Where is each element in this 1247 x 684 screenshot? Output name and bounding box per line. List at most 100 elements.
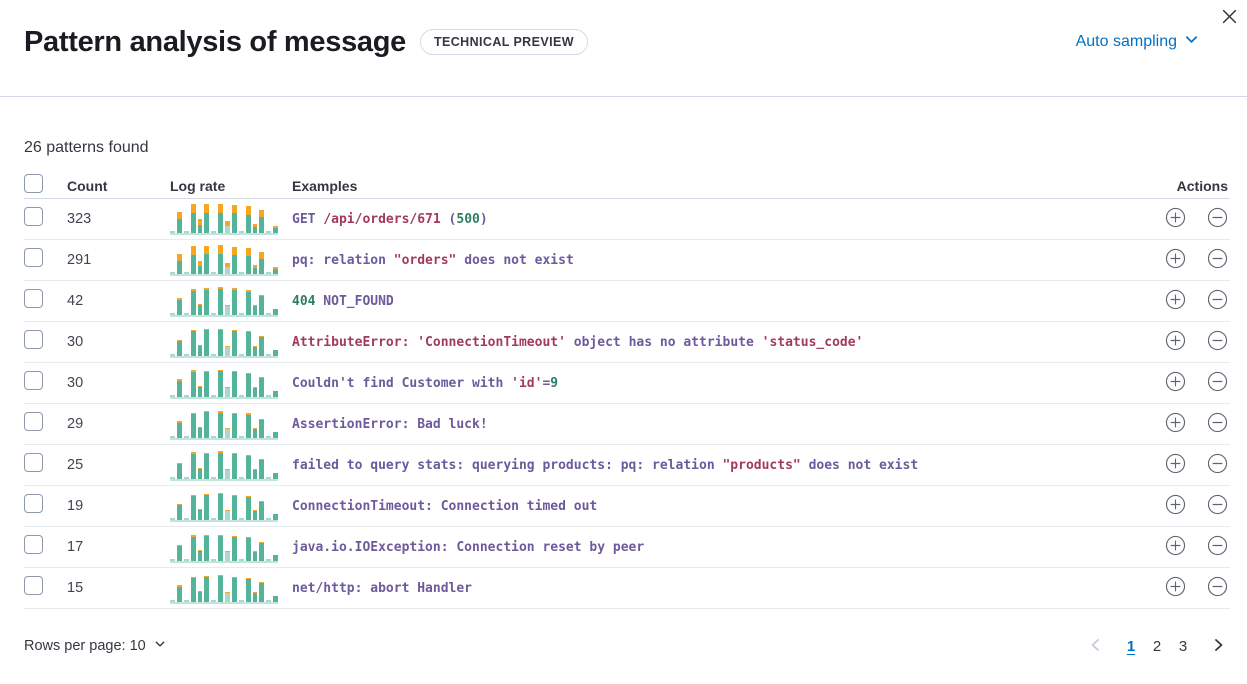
log-rate-sparkline bbox=[170, 368, 278, 399]
filter-in-pattern-button[interactable] bbox=[1165, 535, 1186, 559]
plus-in-circle-icon bbox=[1165, 494, 1186, 518]
flyout-header: Pattern analysis of message TECHNICAL PR… bbox=[0, 0, 1247, 97]
chevron-down-icon bbox=[154, 638, 166, 654]
filter-out-pattern-button[interactable] bbox=[1207, 289, 1228, 313]
row-checkbox[interactable] bbox=[24, 207, 43, 226]
pagination-page-2[interactable]: 2 bbox=[1144, 633, 1170, 659]
pagination-next-button[interactable] bbox=[1206, 637, 1230, 656]
rows-per-page-button[interactable]: Rows per page: 10 bbox=[24, 638, 166, 654]
minus-in-circle-icon bbox=[1207, 207, 1228, 231]
patterns-table: Count Log rate Examples Actions 323 GET … bbox=[24, 173, 1230, 609]
filter-in-pattern-button[interactable] bbox=[1165, 289, 1186, 313]
minus-in-circle-icon bbox=[1207, 453, 1228, 477]
filter-out-pattern-button[interactable] bbox=[1207, 494, 1228, 518]
plus-in-circle-icon bbox=[1165, 207, 1186, 231]
log-rate-sparkline bbox=[170, 244, 278, 276]
filter-out-pattern-button[interactable] bbox=[1207, 453, 1228, 477]
table-row: 19 ConnectionTimeout: Connection timed o… bbox=[24, 486, 1230, 527]
plus-in-circle-icon bbox=[1165, 371, 1186, 395]
filter-in-pattern-button[interactable] bbox=[1165, 330, 1186, 354]
table-row: 291 pq: relation "orders" does not exist bbox=[24, 240, 1230, 281]
row-checkbox[interactable] bbox=[24, 412, 43, 431]
log-rate-sparkline bbox=[170, 491, 278, 522]
plus-in-circle-icon bbox=[1165, 412, 1186, 436]
table-row: 29 AssertionError: Bad luck! bbox=[24, 404, 1230, 445]
example-text: GET /api/orders/671 (500) bbox=[292, 211, 488, 227]
example-text: pq: relation "orders" does not exist bbox=[292, 252, 574, 268]
filter-out-pattern-button[interactable] bbox=[1207, 248, 1228, 272]
filter-in-pattern-button[interactable] bbox=[1165, 207, 1186, 231]
example-text: AttributeError: 'ConnectionTimeout' obje… bbox=[292, 334, 864, 350]
column-header-actions: Actions bbox=[1176, 177, 1228, 194]
row-count: 30 bbox=[67, 375, 84, 391]
chevron-down-icon bbox=[1184, 32, 1199, 52]
row-count: 19 bbox=[67, 498, 84, 514]
pagination-page-1[interactable]: 1 bbox=[1118, 633, 1144, 659]
example-text: AssertionError: Bad luck! bbox=[292, 416, 488, 432]
minus-in-circle-icon bbox=[1207, 289, 1228, 313]
chevron-right-icon bbox=[1210, 637, 1226, 656]
row-checkbox[interactable] bbox=[24, 453, 43, 472]
plus-in-circle-icon bbox=[1165, 535, 1186, 559]
row-checkbox[interactable] bbox=[24, 248, 43, 267]
filter-out-pattern-button[interactable] bbox=[1207, 330, 1228, 354]
minus-in-circle-icon bbox=[1207, 494, 1228, 518]
sampling-dropdown[interactable]: Auto sampling bbox=[1076, 32, 1199, 52]
technical-preview-badge: TECHNICAL PREVIEW bbox=[419, 29, 588, 55]
minus-in-circle-icon bbox=[1207, 535, 1228, 559]
row-checkbox[interactable] bbox=[24, 494, 43, 513]
log-rate-sparkline bbox=[170, 450, 278, 481]
minus-in-circle-icon bbox=[1207, 330, 1228, 354]
example-text: failed to query stats: querying products… bbox=[292, 457, 919, 473]
filter-in-pattern-button[interactable] bbox=[1165, 453, 1186, 477]
pattern-rows: 323 GET /api/orders/671 (500) 291 pq: re… bbox=[24, 199, 1230, 609]
example-text: ConnectionTimeout: Connection timed out bbox=[292, 498, 598, 514]
example-text: Couldn't find Customer with 'id'=9 bbox=[292, 375, 559, 391]
filter-in-pattern-button[interactable] bbox=[1165, 371, 1186, 395]
table-row: 17 java.io.IOException: Connection reset… bbox=[24, 527, 1230, 568]
filter-out-pattern-button[interactable] bbox=[1207, 371, 1228, 395]
column-header-examples: Examples bbox=[292, 177, 358, 194]
table-row: 323 GET /api/orders/671 (500) bbox=[24, 199, 1230, 240]
example-text: 404 NOT_FOUND bbox=[292, 293, 394, 309]
plus-in-circle-icon bbox=[1165, 453, 1186, 477]
rows-per-page-label: Rows per page: 10 bbox=[24, 638, 146, 654]
minus-in-circle-icon bbox=[1207, 412, 1228, 436]
filter-in-pattern-button[interactable] bbox=[1165, 494, 1186, 518]
filter-in-pattern-button[interactable] bbox=[1165, 248, 1186, 272]
filter-in-pattern-button[interactable] bbox=[1165, 576, 1186, 600]
minus-in-circle-icon bbox=[1207, 248, 1228, 272]
row-checkbox[interactable] bbox=[24, 576, 43, 595]
column-header-count: Count bbox=[67, 177, 108, 194]
row-checkbox[interactable] bbox=[24, 535, 43, 554]
column-header-log-rate: Log rate bbox=[170, 177, 226, 194]
table-row: 25 failed to query stats: querying produ… bbox=[24, 445, 1230, 486]
plus-in-circle-icon bbox=[1165, 248, 1186, 272]
example-text: java.io.IOException: Connection reset by… bbox=[292, 539, 645, 555]
row-count: 323 bbox=[67, 211, 92, 227]
filter-out-pattern-button[interactable] bbox=[1207, 576, 1228, 600]
filter-out-pattern-button[interactable] bbox=[1207, 535, 1228, 559]
close-icon bbox=[1222, 9, 1237, 27]
filter-in-pattern-button[interactable] bbox=[1165, 412, 1186, 436]
row-count: 291 bbox=[67, 252, 92, 268]
row-checkbox[interactable] bbox=[24, 371, 43, 390]
page-title: Pattern analysis of message bbox=[24, 26, 406, 58]
row-count: 15 bbox=[67, 580, 84, 596]
filter-out-pattern-button[interactable] bbox=[1207, 207, 1228, 231]
minus-in-circle-icon bbox=[1207, 576, 1228, 600]
pagination-page-3[interactable]: 3 bbox=[1170, 633, 1196, 659]
pagination-prev-button[interactable] bbox=[1084, 637, 1108, 656]
patterns-found-summary: 26 patterns found bbox=[24, 139, 149, 156]
select-all-checkbox[interactable] bbox=[24, 173, 43, 193]
log-rate-sparkline bbox=[170, 409, 278, 440]
close-flyout-button[interactable] bbox=[1216, 5, 1242, 31]
row-checkbox[interactable] bbox=[24, 289, 43, 308]
filter-out-pattern-button[interactable] bbox=[1207, 412, 1228, 436]
row-checkbox[interactable] bbox=[24, 330, 43, 349]
row-count: 17 bbox=[67, 539, 84, 555]
chevron-left-icon bbox=[1088, 637, 1104, 656]
